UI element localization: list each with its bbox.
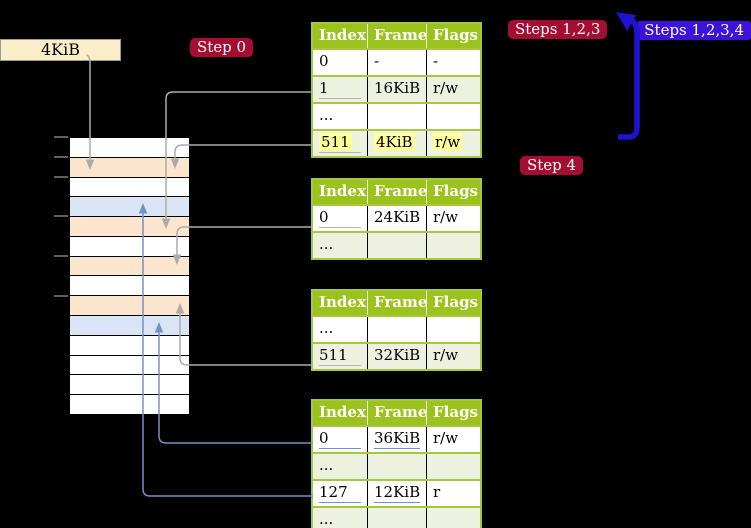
table-header: Index Frame Flags [313, 401, 480, 425]
cell-flags: r/w [426, 427, 480, 452]
cell-frame: 36KiB [367, 427, 426, 452]
memory-cell [70, 315, 189, 335]
memory-cell [70, 235, 189, 256]
cell-frame [367, 454, 426, 479]
cell-index: 0 [319, 52, 329, 70]
cell-flags [426, 317, 480, 342]
cell-index: 1 [313, 77, 367, 102]
cell-frame [367, 104, 426, 129]
cell-index: 511 [313, 131, 367, 156]
table-row: 127 12KiB r [313, 479, 480, 506]
memory-cell [70, 176, 189, 197]
header-frame: Frame [367, 291, 426, 315]
cell-index: ... [319, 106, 334, 124]
page-table-level-2: Index Frame Flags 0 24KiB r/w ... [311, 178, 482, 260]
badge-step-4: Step 4 [520, 156, 584, 175]
table-row: ... [313, 102, 480, 129]
cell-flags: r/w [426, 131, 480, 156]
memory-cell [70, 374, 189, 395]
table-row: ... [313, 231, 480, 258]
table-row: ... [313, 506, 480, 528]
cell-frame: - [367, 50, 426, 75]
page-table-level-4: Index Frame Flags 0 36KiB r/w ... 127 12… [311, 399, 482, 528]
table-row-highlighted: 511 4KiB r/w [313, 129, 480, 156]
header-flags: Flags [426, 291, 480, 315]
memory-cell [70, 334, 189, 355]
cell-flags [426, 454, 480, 479]
physical-memory-stack [69, 137, 190, 415]
cell-flags: r/w [426, 77, 480, 102]
table-header: Index Frame Flags [313, 291, 480, 315]
badge-step-0: Step 0 [190, 38, 254, 57]
cell-flags: r/w [426, 344, 480, 369]
table-row: 0 24KiB r/w [313, 204, 480, 231]
header-frame: Frame [367, 401, 426, 425]
cell-index: 0 [313, 427, 367, 452]
cell-flags [426, 508, 480, 528]
cell-flags: - [426, 50, 480, 75]
cell-index: ... [319, 235, 334, 253]
header-flags: Flags [426, 401, 480, 425]
memory-cell [70, 216, 189, 236]
cell-flags: r/w [426, 206, 480, 231]
line-l1-index511-to-memory [174, 144, 313, 159]
cell-flags [426, 104, 480, 129]
table-row: ... [313, 315, 480, 342]
cell-frame: 24KiB [367, 206, 426, 231]
memory-cell [70, 255, 189, 276]
badge-steps-1-2-3: Steps 1,2,3 [508, 20, 608, 39]
page-table-level-3: Index Frame Flags ... 511 32KiB r/w [311, 289, 482, 371]
loop-arrow [618, 15, 640, 140]
table-header: Index Frame Flags [313, 24, 480, 48]
cell-frame: 12KiB [367, 481, 426, 506]
table-row: 1 16KiB r/w [313, 75, 480, 102]
memory-cell [70, 295, 189, 316]
cell-frame [367, 508, 426, 528]
line-l2-index0-to-memory [176, 226, 313, 255]
memory-cell [70, 275, 189, 296]
table-header: Index Frame Flags [313, 180, 480, 204]
table-row: ... [313, 452, 480, 479]
header-index: Index [319, 293, 366, 311]
memory-cell [70, 196, 189, 217]
table-row: 511 32KiB r/w [313, 342, 480, 369]
memory-cell [70, 138, 189, 157]
cell-frame [367, 317, 426, 342]
memory-cell [70, 354, 189, 375]
table-row: 0 - - [313, 48, 480, 75]
header-frame: Frame [367, 24, 426, 48]
table-row: 0 36KiB r/w [313, 425, 480, 452]
cell-frame: 16KiB [367, 77, 426, 102]
cell-index: 511 [313, 344, 367, 369]
cell-index: 0 [313, 206, 367, 231]
cell-frame: 4KiB [367, 131, 426, 156]
cell-frame: 32KiB [367, 344, 426, 369]
loop-arrowhead-icon [616, 12, 636, 31]
header-index: Index [319, 403, 366, 421]
cell-flags [426, 233, 480, 258]
badge-steps-1-2-3-4: Steps 1,2,3,4 [637, 21, 751, 40]
page-table-level-1: Index Frame Flags 0 - - 1 16KiB r/w ... … [311, 22, 482, 158]
line-l3-index511-to-memory [179, 313, 313, 366]
cell-frame [367, 233, 426, 258]
header-flags: Flags [426, 24, 480, 48]
cell-flags: r [426, 481, 480, 506]
header-index: Index [319, 182, 366, 200]
header-frame: Frame [367, 180, 426, 204]
header-index: Index [319, 26, 366, 44]
cell-index: 127 [313, 481, 367, 506]
cell-index: ... [319, 456, 334, 474]
cell-index: ... [319, 319, 334, 337]
header-flags: Flags [426, 180, 480, 204]
memory-address-ticks [54, 136, 68, 297]
page-size-label: 4KiB [0, 39, 121, 61]
memory-cell [70, 156, 189, 177]
cell-index: ... [319, 510, 334, 528]
memory-cell [70, 394, 189, 414]
